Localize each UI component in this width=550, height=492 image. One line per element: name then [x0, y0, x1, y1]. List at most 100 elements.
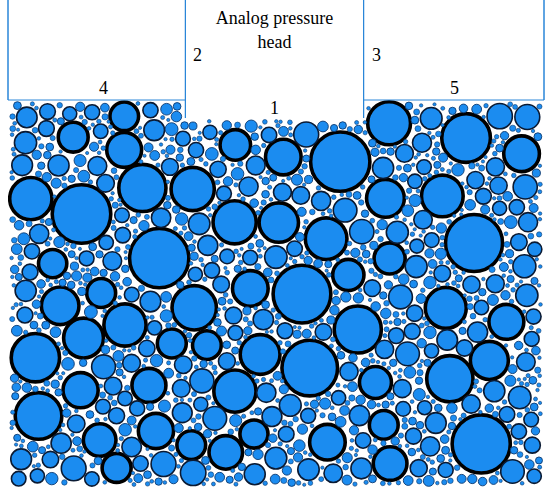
particle [303, 451, 307, 455]
particle [447, 219, 452, 224]
particle [99, 235, 113, 249]
particle [37, 295, 40, 298]
particle [111, 131, 115, 135]
particle [262, 301, 270, 309]
particle [32, 453, 37, 458]
particle [461, 413, 466, 418]
particle [268, 185, 272, 189]
particle [63, 373, 98, 408]
particle [226, 476, 233, 483]
particle [218, 201, 222, 205]
particle [188, 244, 195, 251]
particle [417, 370, 423, 376]
particle [64, 248, 68, 252]
particle [354, 453, 357, 456]
particle [537, 104, 542, 109]
particle [505, 375, 516, 386]
particle [452, 281, 457, 286]
particle [138, 285, 144, 291]
particle [455, 275, 462, 282]
particle [340, 406, 350, 416]
particle [373, 438, 377, 442]
particle [340, 193, 344, 197]
particle [250, 411, 254, 415]
particle [165, 154, 169, 158]
particle [430, 225, 434, 229]
particle [353, 293, 363, 303]
particle [507, 275, 514, 282]
particle [277, 323, 293, 339]
particle [132, 483, 136, 487]
particle [253, 449, 263, 459]
particle [517, 353, 536, 372]
particle [409, 194, 421, 206]
particle [173, 103, 181, 111]
particle [341, 292, 351, 302]
particle [52, 228, 56, 232]
particle [103, 252, 122, 271]
particle [336, 459, 341, 464]
particle [538, 212, 541, 215]
particle [499, 479, 502, 482]
particle [398, 444, 402, 448]
particle [489, 476, 498, 485]
particle [332, 296, 340, 304]
particle [179, 458, 183, 462]
particle [271, 308, 275, 312]
particle [82, 119, 87, 124]
sample-surface [364, 100, 545, 101]
particle [175, 356, 192, 373]
particle [115, 247, 120, 252]
particle [538, 217, 542, 221]
particle [460, 213, 463, 216]
particle [349, 446, 353, 450]
particle [422, 230, 426, 234]
particle [330, 406, 334, 410]
particle [251, 145, 260, 154]
particle [314, 322, 317, 325]
particle [202, 456, 210, 464]
particle [203, 125, 217, 139]
particle [442, 114, 491, 163]
particle [504, 241, 510, 247]
particle [11, 334, 59, 382]
particle [209, 361, 213, 365]
particle [410, 232, 415, 237]
particle [410, 400, 414, 404]
particle [81, 268, 85, 272]
particle [50, 327, 61, 338]
particle [12, 393, 19, 400]
particle [131, 345, 136, 350]
particle [214, 319, 222, 327]
particle [294, 440, 306, 452]
particle [256, 210, 261, 215]
particle [360, 185, 365, 190]
particle [91, 123, 94, 126]
particle [538, 412, 542, 416]
particle [51, 433, 71, 453]
particle [263, 120, 268, 125]
particle [14, 102, 22, 110]
particle [237, 254, 241, 258]
particle [296, 481, 301, 486]
particle [482, 115, 486, 119]
particle [298, 459, 319, 480]
particle [128, 349, 131, 352]
particle [41, 287, 79, 325]
particle [481, 205, 490, 214]
particle [147, 321, 161, 335]
particle [156, 163, 160, 167]
particle [145, 336, 149, 340]
particle [367, 106, 371, 110]
particle [115, 208, 130, 223]
particle [231, 163, 234, 166]
particle [519, 381, 523, 385]
particle [450, 415, 456, 421]
particle [58, 122, 88, 152]
particle [79, 115, 83, 119]
particle [423, 475, 434, 486]
particle [161, 158, 178, 175]
particle [434, 161, 441, 168]
particle [169, 475, 178, 484]
particle [321, 466, 324, 469]
